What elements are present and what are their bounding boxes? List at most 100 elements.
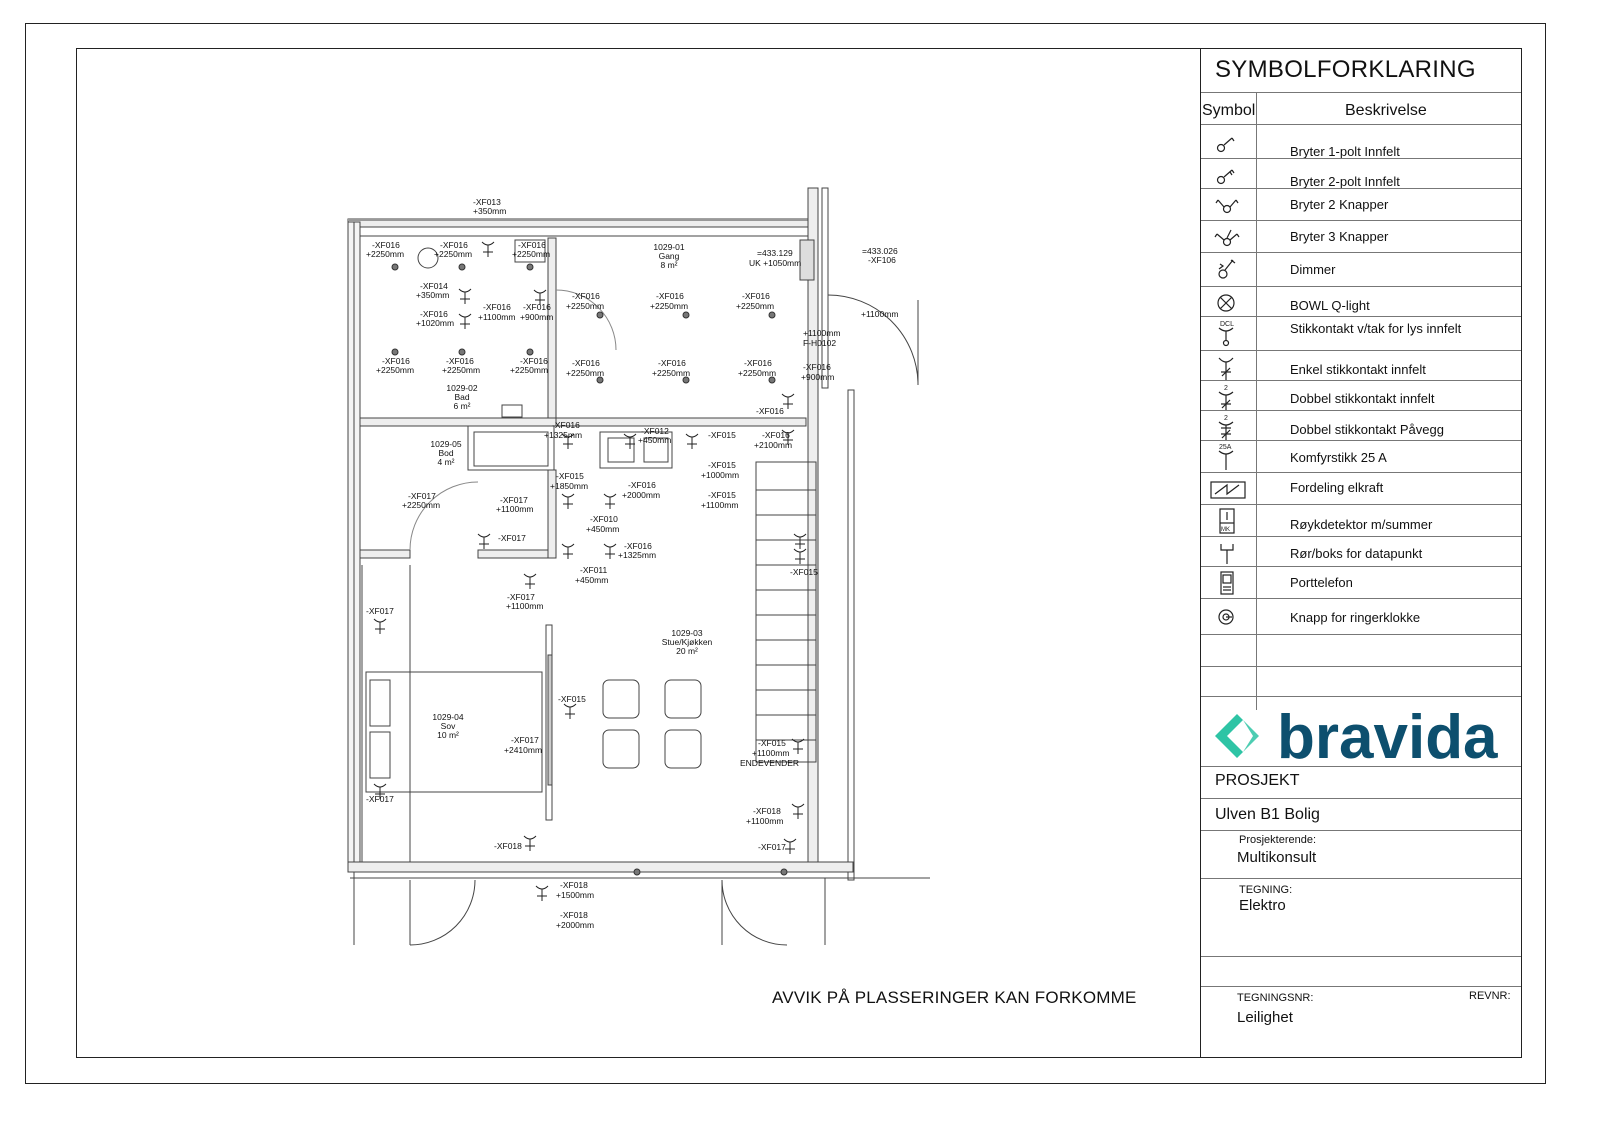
socket-icon (783, 838, 797, 854)
socket-icon (603, 493, 617, 509)
double-socket-surface-icon: 2 (1205, 412, 1251, 442)
socket-icon (533, 289, 547, 305)
plan-label: -XF015 (556, 471, 584, 481)
socket-icon (523, 835, 537, 851)
legend-divider (1201, 286, 1521, 287)
legend-panel: SYMBOLFORKLARING Symbol Beskrivelse Bryt… (1200, 48, 1522, 1058)
ceiling-light-icon (682, 376, 690, 384)
plan-label: -XF018 (560, 880, 588, 890)
legend-item-label: Bryter 2 Knapper (1290, 197, 1389, 212)
socket-icon (781, 429, 795, 445)
legend-divider (1201, 472, 1521, 473)
socket-icon (477, 533, 491, 549)
legend-item-label: Rør/boks for datapunkt (1290, 546, 1423, 561)
socket-icon (458, 313, 472, 329)
ceiling-light-icon (458, 263, 466, 271)
plan-label: +900mm (520, 312, 553, 322)
legend-item-label: Røykdetektor m/summer (1290, 517, 1433, 532)
legend-divider (1201, 92, 1521, 93)
ceiling-light-icon (596, 311, 604, 319)
bowl-light-icon (1205, 288, 1251, 318)
plan-label: -XF016 (440, 240, 468, 250)
title-block-divider (1201, 766, 1521, 767)
plan-label: -XF016 (518, 240, 546, 250)
legend-divider (1201, 158, 1521, 159)
ceiling-light-icon (391, 348, 399, 356)
drawing-label: TEGNING: (1239, 884, 1293, 896)
legend-divider (1201, 350, 1521, 351)
ceiling-outlet-icon: DCL (1205, 318, 1251, 348)
bravida-logo-text: bravida (1277, 703, 1498, 768)
socket-icon (561, 543, 575, 559)
plan-label: -XF015 (708, 430, 736, 440)
title-block-divider (1201, 830, 1521, 831)
ceiling-light-icon (780, 868, 788, 876)
plan-label: -XF017 (366, 606, 394, 616)
plan-label: +1000mm (701, 470, 739, 480)
legend-divider (1201, 598, 1521, 599)
legend-item: Enkel stikkontakt innfelt (1201, 352, 1521, 382)
plan-label: -XF017 (507, 592, 535, 602)
room-id: 1029-05 (430, 439, 461, 449)
plan-label: +450mm (586, 524, 619, 534)
socket-icon (535, 885, 549, 901)
plan-label: -XF013 (473, 197, 501, 207)
plan-label: -XF016 (520, 356, 548, 366)
outer-sheet-frame (25, 23, 1546, 1084)
designer-label: Prosjekterende: (1239, 834, 1317, 846)
switch-3button-icon (1205, 222, 1251, 252)
bravida-logo: bravida (1215, 703, 1498, 768)
smoke-detector-icon: MK (1205, 506, 1251, 536)
room-id: 1029-03 (671, 628, 702, 638)
plan-label: F-H0102 (803, 338, 836, 348)
plan-label: -XF018 (753, 806, 781, 816)
plan-label: -XF016 (446, 356, 474, 366)
legend-divider (1201, 634, 1521, 635)
plan-label: +1500mm (556, 890, 594, 900)
title-block-divider (1201, 798, 1521, 799)
plan-label: -XF016 (756, 406, 784, 416)
plan-label: -XF106 (868, 255, 896, 265)
plan-label: +2250mm (366, 249, 404, 259)
legend-col-symbol: Symbol (1202, 102, 1256, 119)
plan-label: -XF016 (628, 480, 656, 490)
legend-item-label: Porttelefon (1290, 575, 1353, 590)
room-name: Stue/Kjøkken (662, 637, 713, 647)
plan-label: +2410mm (504, 745, 542, 755)
switch-1pole-icon (1205, 128, 1251, 158)
inner-sheet-frame (76, 48, 1522, 1058)
designer-name: Multikonsult (1237, 849, 1317, 866)
plan-label: +2250mm (736, 301, 774, 311)
plan-label: -XF016 (572, 291, 600, 301)
room-area: 20 m² (676, 646, 698, 656)
plan-label: +2000mm (556, 920, 594, 930)
rev-label: REVNR: (1469, 990, 1511, 1002)
legend-col-desc: Beskrivelse (1345, 102, 1427, 119)
ceiling-light-icon (768, 311, 776, 319)
plan-label: -XF017 (500, 495, 528, 505)
plan-label: =433.129 (757, 248, 793, 258)
plan-label: +2250mm (738, 368, 776, 378)
legend-divider (1201, 536, 1521, 537)
plan-label: +1100mm (701, 500, 738, 510)
placement-note: AVVIK PÅ PLASSERINGER KAN FORKOMME (772, 988, 1137, 1007)
legend-item-label: Dobbel stikkontakt innfelt (1290, 391, 1435, 406)
plan-label: -XF016 (572, 358, 600, 368)
legend-item-label: Bryter 2-polt Innfelt (1290, 174, 1400, 189)
ceiling-light-icon (682, 311, 690, 319)
legend-divider (1201, 696, 1521, 697)
plan-label: +2250mm (510, 365, 548, 375)
plan-label: +900mm (801, 372, 834, 382)
project-name: Ulven B1 Bolig (1215, 806, 1320, 823)
plan-label: +2250mm (402, 500, 440, 510)
plan-label: -XF016 (742, 291, 770, 301)
legend-item-label: Dimmer (1290, 262, 1336, 277)
socket-icon (793, 548, 807, 564)
plan-label: -XF015 (790, 567, 818, 577)
plan-label: -XF017 (408, 491, 436, 501)
ceiling-light-icon (596, 376, 604, 384)
legend-item: Bryter 2 Knapper (1201, 190, 1521, 220)
legend-item: Knapp for ringerklokke (1201, 600, 1521, 630)
plan-label: -XF017 (498, 533, 526, 543)
